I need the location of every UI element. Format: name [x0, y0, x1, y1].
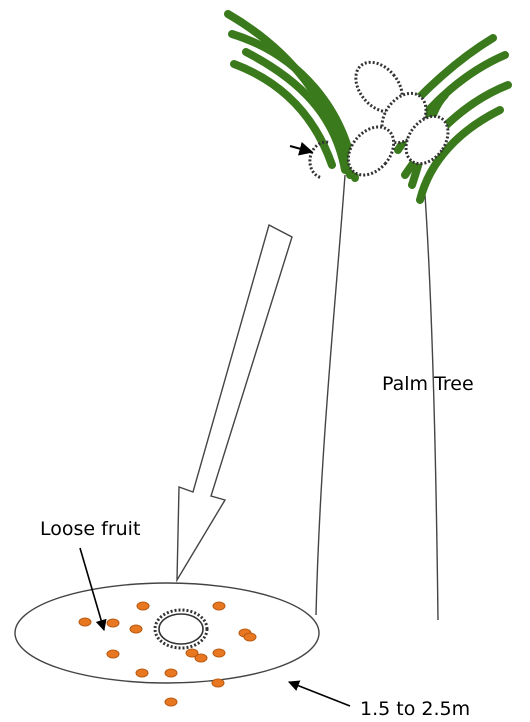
fruit-dot-icon [213, 649, 225, 657]
fall-direction-arrow [177, 225, 292, 580]
fruit-dot-icon [79, 618, 91, 626]
distance-pointer [289, 682, 350, 706]
fruit-dot-icon [130, 625, 142, 633]
fruit-dot-icon [165, 669, 177, 677]
loose-fruit-label: Loose fruit [40, 518, 140, 540]
palm-tree-label: Palm Tree [382, 373, 474, 395]
trunk-right-edge [425, 195, 438, 620]
fruit-dot-icon [165, 698, 177, 706]
trunk-left-edge [316, 175, 345, 615]
fruit-dot-icon [107, 650, 119, 658]
fruit-dot-icon [137, 602, 149, 610]
fruit-dot-icon [107, 619, 119, 627]
fruit-dot-icon [244, 633, 256, 641]
arrow-icon [290, 146, 312, 152]
fruit-dot-icon [213, 602, 225, 610]
fruit-dot-icon [136, 669, 148, 677]
fruit-dot-icon [212, 679, 224, 687]
distance-label: 1.5 to 2.5m [360, 698, 470, 720]
fruit-dot-icon [195, 654, 207, 662]
